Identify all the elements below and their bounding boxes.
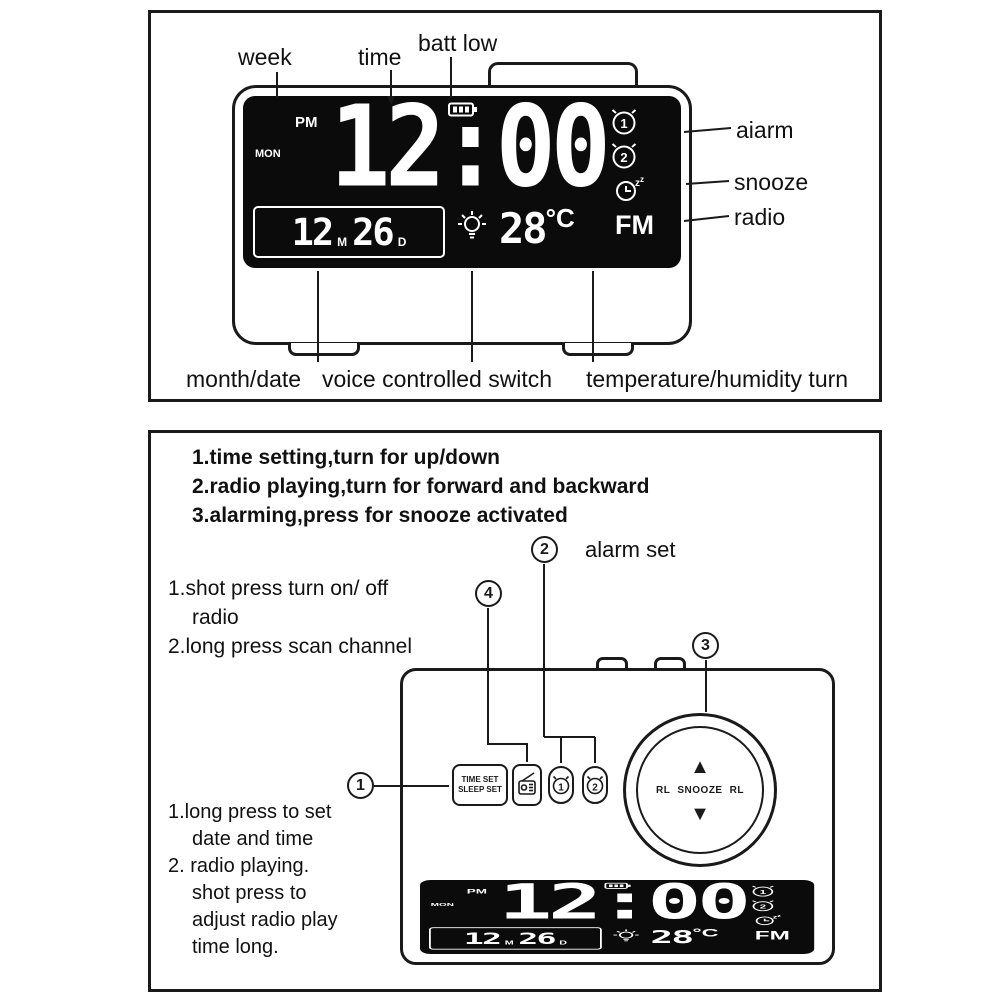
- radio-instruction-line: 1.shot press turn on/ off: [168, 577, 389, 600]
- month-unit: M: [337, 235, 348, 249]
- callout-voice-switch: voice controlled switch: [322, 366, 553, 392]
- battery-icon-small: [604, 882, 632, 892]
- svg-text:2: 2: [620, 150, 627, 165]
- weekday-indicator-small: MON: [430, 902, 454, 908]
- date-box: 12 M 26 D: [253, 206, 445, 258]
- alarm-set-label: alarm set: [585, 537, 676, 562]
- alarm2-button[interactable]: 2: [582, 766, 608, 804]
- callout-month-date: month/date: [186, 366, 302, 392]
- knob-snooze-label: SNOOZE: [677, 784, 723, 796]
- alarm1-icon-small: 1: [751, 884, 774, 899]
- alarm1-button[interactable]: 1: [548, 766, 574, 804]
- battery-icon: [448, 102, 478, 122]
- temperature-small: 28 °C: [650, 926, 718, 948]
- knob-up-arrow[interactable]: ▲: [690, 755, 710, 778]
- callout-number-1: 1: [347, 772, 374, 799]
- callout-radio: radio: [734, 204, 786, 230]
- temperature-unit-small: °C: [692, 926, 719, 939]
- temperature-unit: °C: [545, 203, 575, 233]
- weekday-indicator: MON: [255, 148, 281, 160]
- time-set-instructions: 1.long press to set date and time 2. rad…: [168, 799, 338, 961]
- callout-batt-low: batt low: [418, 30, 498, 56]
- knob-label-row: RL SNOOZE RL: [656, 785, 744, 796]
- time-digits-small: 12:00: [498, 873, 751, 931]
- radio-button[interactable]: [512, 764, 542, 806]
- alarm1-button-icon: 1: [552, 775, 570, 795]
- alarm2-icon-small: 2: [751, 899, 774, 914]
- voice-bulb-icon-small: [611, 928, 642, 946]
- time-set-instruction-line: adjust radio play: [192, 909, 338, 931]
- svg-text:2: 2: [760, 904, 766, 910]
- knob-instruction-line: 2.radio playing,turn for forward and bac…: [192, 475, 650, 498]
- device-top-button-right[interactable]: [654, 657, 686, 671]
- radio-button-instructions: 1.shot press turn on/ off radio 2.long p…: [168, 574, 412, 661]
- knob-rl-right-label: RL: [729, 784, 744, 796]
- knob-instruction-line: 1.time setting,turn for up/down: [192, 446, 500, 469]
- device-top-button-left[interactable]: [596, 657, 628, 671]
- day-unit: D: [397, 235, 407, 249]
- clock-foot-left: [288, 343, 360, 356]
- alarm2-icon: 2: [611, 140, 637, 175]
- callout-number-3: 3: [692, 632, 719, 659]
- time-set-instruction-line: 1.long press to set: [168, 801, 332, 823]
- date-box-small: 12 M 26 D: [429, 927, 602, 950]
- svg-text:2: 2: [592, 783, 598, 794]
- time-set-label: TIME SET: [461, 775, 499, 784]
- svg-text:z: z: [773, 916, 778, 920]
- alarm2-button-icon: 2: [586, 775, 604, 795]
- day-value: 26: [352, 210, 395, 254]
- day-value-small: 26: [518, 929, 556, 948]
- temperature: 28 °C: [499, 204, 575, 254]
- pm-indicator-small: PM: [466, 887, 488, 896]
- knob-instructions: 1.time setting,turn for up/down 2.radio …: [192, 443, 649, 530]
- callout-week: week: [238, 44, 292, 70]
- svg-text:z: z: [640, 176, 644, 184]
- callout-number-4: 4: [475, 580, 502, 607]
- month-value-small: 12: [463, 929, 502, 948]
- knob-down-arrow[interactable]: ▼: [690, 802, 710, 825]
- knob-instruction-line: 3.alarming,press for snooze activated: [192, 504, 568, 527]
- month-value: 12: [291, 210, 335, 254]
- voice-bulb-icon: [455, 208, 489, 251]
- clock-foot-right: [562, 343, 634, 356]
- day-unit-small: D: [559, 939, 568, 946]
- callout-snooze: snooze: [734, 169, 809, 195]
- time-set-instruction-line: date and time: [192, 828, 314, 850]
- svg-text:1: 1: [760, 889, 766, 895]
- time-set-instruction-line: 2. radio playing.: [168, 855, 310, 877]
- svg-text:1: 1: [620, 116, 627, 131]
- sleep-set-label: SLEEP SET: [458, 785, 502, 794]
- svg-text:1: 1: [558, 783, 564, 794]
- knob-rl-left-label: RL: [656, 784, 671, 796]
- radio-instruction-line: 2.long press scan channel: [168, 635, 412, 658]
- month-unit-small: M: [504, 939, 514, 946]
- radio-band: FM: [615, 210, 654, 240]
- callout-alarm: aiarm: [736, 117, 794, 143]
- time-set-instruction-line: shot press to: [192, 882, 307, 904]
- pm-indicator: PM: [295, 114, 318, 131]
- svg-text:z: z: [777, 915, 781, 919]
- time-set-sleep-set-button[interactable]: TIME SET SLEEP SET: [452, 764, 508, 806]
- alarm1-icon: 1: [611, 106, 637, 141]
- callout-time: time: [358, 44, 402, 70]
- snooze-knob-face[interactable]: ▲ RL SNOOZE RL ▼: [636, 726, 764, 854]
- snooze-knob[interactable]: ▲ RL SNOOZE RL ▼: [623, 713, 777, 867]
- time-set-instruction-line: time long.: [192, 936, 279, 958]
- radio-band-small: FM: [754, 929, 790, 942]
- time-digits: 12:00: [329, 81, 611, 213]
- radio-icon: [518, 772, 536, 795]
- callout-number-2: 2: [531, 536, 558, 563]
- radio-instruction-line: radio: [192, 606, 239, 629]
- temperature-value-small: 28: [650, 926, 694, 948]
- svg-text:z: z: [635, 178, 640, 189]
- callout-temp-turn: temperature/humidity turn: [586, 366, 849, 392]
- temperature-value: 28: [499, 204, 548, 253]
